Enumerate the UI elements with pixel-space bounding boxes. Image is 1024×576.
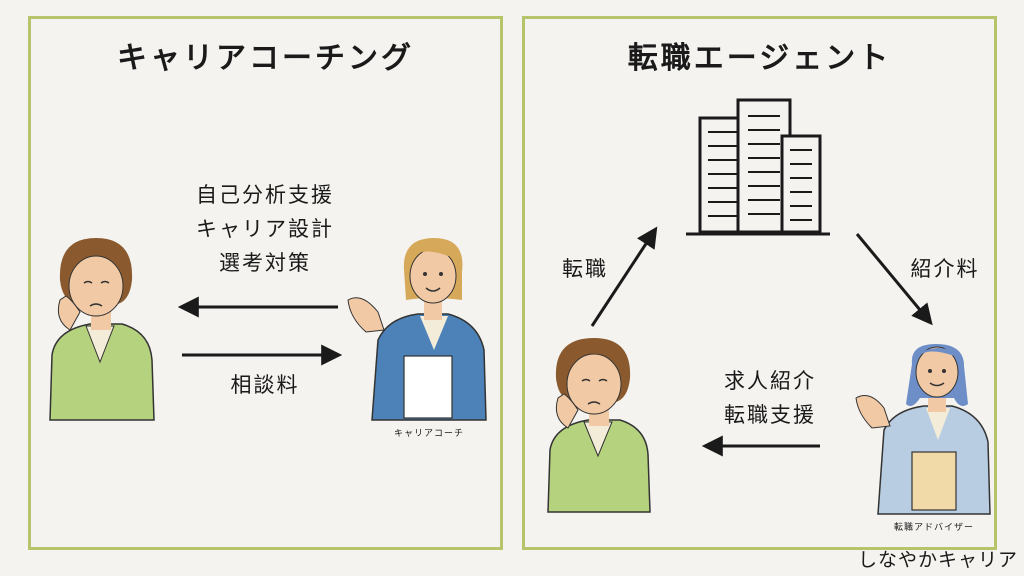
- service-line-self-analysis: 自己分析支援: [196, 183, 334, 207]
- job-change-label: 転職: [562, 257, 608, 281]
- referral-fee-label: 紹介料: [910, 257, 980, 281]
- advisor-person-illustration: [855, 344, 991, 515]
- service-line-selection-prep: 選考対策: [219, 251, 311, 275]
- jobseeker-person-illustration: [547, 338, 651, 513]
- brand-label: しなやかキャリア: [857, 549, 1018, 571]
- panel-title-career-coaching: キャリアコーチング: [117, 41, 414, 76]
- coach-caption: キャリアコーチ: [394, 429, 465, 439]
- advisor-caption: 転職アドバイザー: [894, 523, 975, 533]
- client-person-illustration: [49, 238, 155, 421]
- support-line-job-introduction: 求人紹介: [724, 369, 816, 393]
- agent-support-text: 求人紹介 転職支援: [700, 364, 840, 432]
- coaching-services-text: 自己分析支援 キャリア設計 選考対策: [165, 178, 365, 280]
- arrow-jobseeker-to-company: [590, 226, 658, 327]
- arrow-company-to-advisor: [855, 233, 933, 326]
- career-coaching-panel: キャリアコーチング: [28, 16, 503, 550]
- support-line-job-change-support: 転職支援: [724, 403, 816, 427]
- panel-title-job-agent: 転職エージェント: [627, 41, 892, 76]
- service-line-career-design: キャリア設計: [196, 217, 334, 241]
- job-agent-panel: 転職エージェント: [522, 16, 997, 550]
- company-building-icon: [686, 98, 830, 236]
- consultation-fee-label: 相談料: [230, 373, 300, 397]
- coach-person-illustration: [347, 238, 487, 421]
